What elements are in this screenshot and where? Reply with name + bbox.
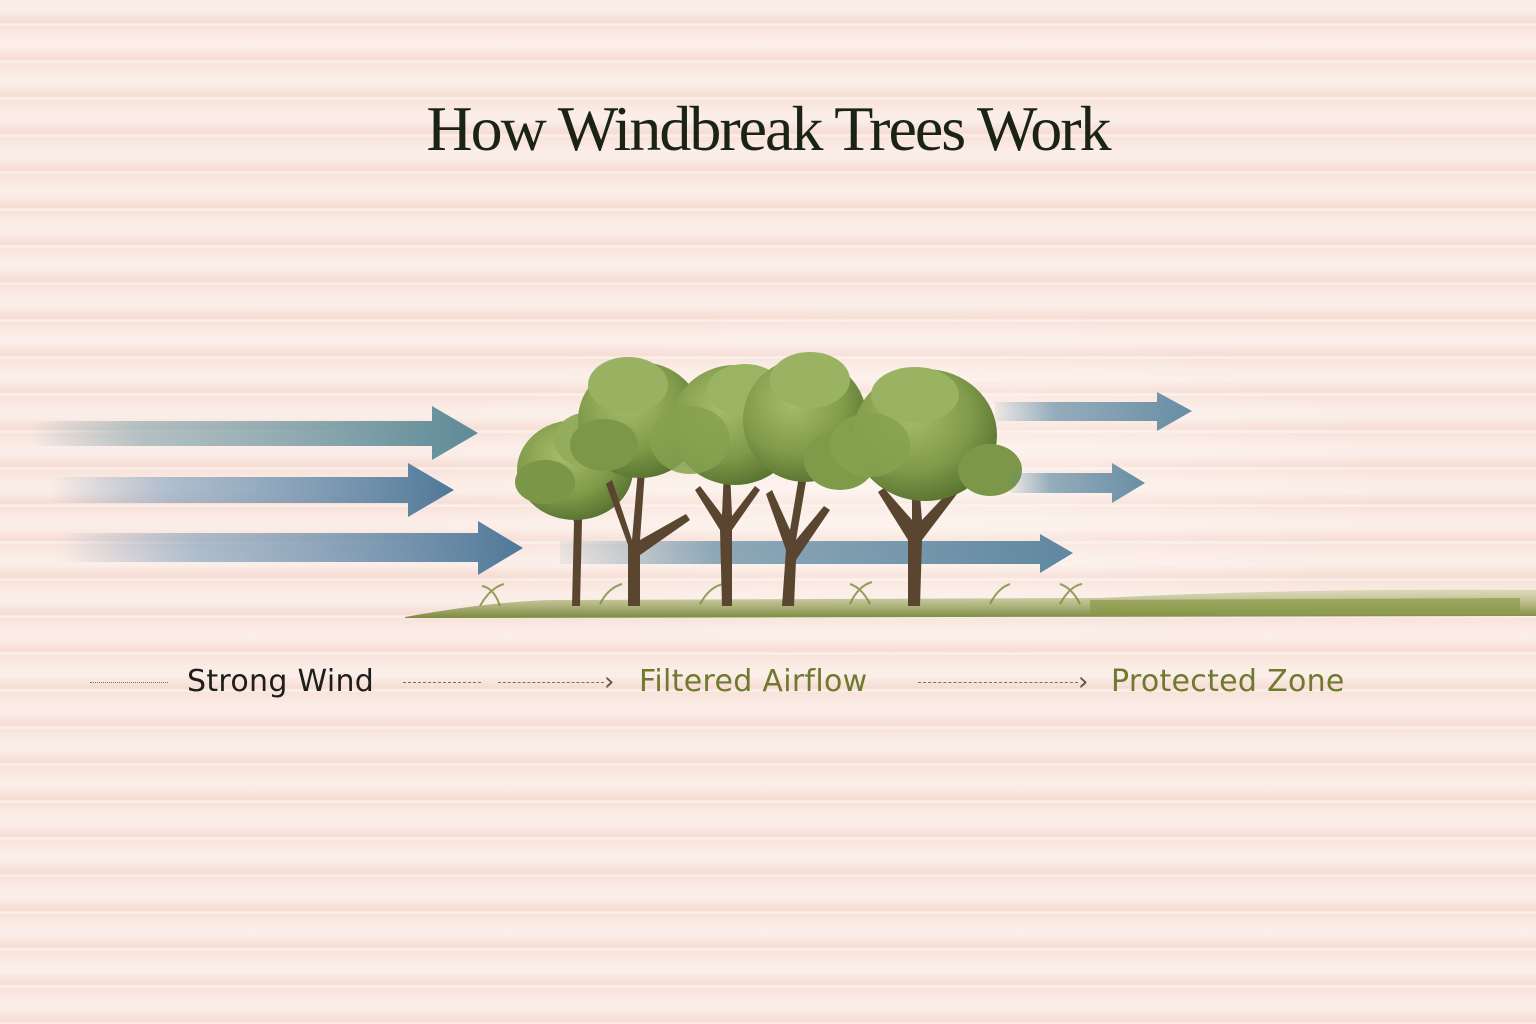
tree-icon bbox=[743, 352, 876, 606]
flow-step-protected-zone: Protected Zone bbox=[1111, 664, 1345, 699]
wind-flow-sequence: Strong Wind › Filtered Airflow › Protect… bbox=[0, 660, 1536, 704]
wind-arrow-icon bbox=[1010, 463, 1145, 503]
wind-arrow-icon bbox=[30, 406, 478, 460]
incoming-wind-arrows bbox=[30, 406, 523, 575]
dashed-connector bbox=[403, 682, 481, 683]
wind-arrow-icon bbox=[60, 521, 523, 575]
outgoing-wind-arrows bbox=[995, 392, 1192, 503]
dashed-connector bbox=[498, 682, 604, 683]
ground bbox=[405, 581, 1536, 618]
chevron-right-icon: › bbox=[604, 667, 615, 697]
dashed-connector bbox=[90, 682, 168, 683]
wind-arrow-icon bbox=[50, 463, 454, 517]
chevron-right-icon: › bbox=[1078, 667, 1089, 697]
filtered-wind-arrow-icon bbox=[560, 534, 1073, 573]
flow-step-strong-wind: Strong Wind bbox=[187, 664, 375, 699]
flow-step-filtered-airflow: Filtered Airflow bbox=[639, 664, 868, 699]
wind-arrow-icon bbox=[995, 392, 1192, 431]
dashed-connector bbox=[918, 682, 1078, 683]
windbreak-trees bbox=[515, 352, 1022, 606]
page-title: How Windbreak Trees Work bbox=[426, 93, 1111, 164]
tree-icon bbox=[853, 367, 1022, 606]
